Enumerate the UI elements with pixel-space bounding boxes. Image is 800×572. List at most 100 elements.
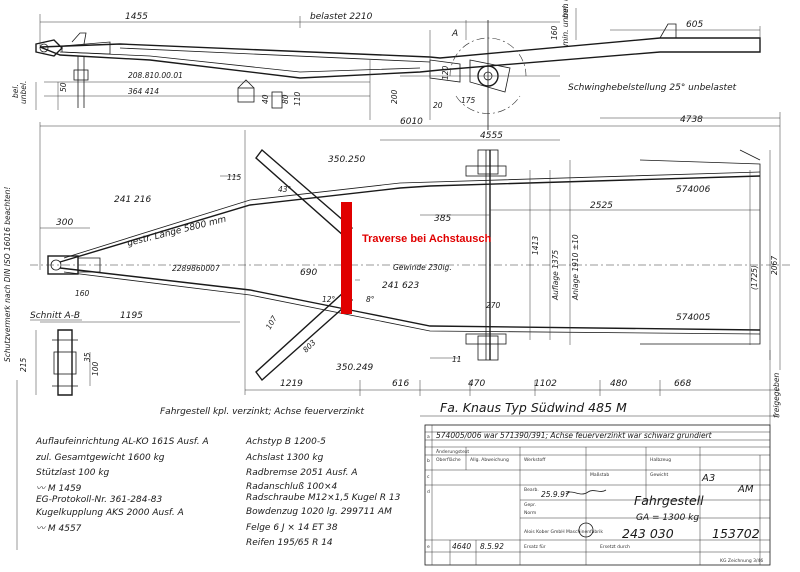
section-a-b: Schnitt A-B 215 100 35 [19, 311, 100, 396]
paper-format: A3 [701, 473, 715, 484]
part-364414: 364 414 [128, 87, 159, 96]
dim-668: 668 [674, 379, 691, 389]
notes: Fahrgestell kpl. verzinkt; Achse feuerve… [35, 407, 401, 548]
dim-20: 20 [433, 101, 443, 110]
note-left-1: zul. Gesamtgewicht 1600 kg [35, 453, 165, 463]
note-left-6: 〰 M 4557 [36, 524, 82, 534]
dim-107: 107 [264, 314, 279, 331]
dim-2067: 2067 [770, 256, 779, 275]
dim-616: 616 [392, 379, 409, 389]
note-right-2: Radbremse 2051 Ausf. A [246, 468, 358, 478]
dim-480: 480 [610, 379, 627, 389]
dim-1195: 1195 [120, 311, 143, 321]
date-handwritten: 25.9.97 [541, 490, 570, 499]
part-350249: 350.249 [336, 363, 373, 373]
dim-1219: 1219 [280, 379, 303, 389]
hdr-gepr: Gepr. [524, 502, 536, 508]
dim-50: 50 [59, 82, 68, 92]
hdr-norm: Norm [524, 510, 536, 516]
dim-belastet-2210: belastet 2210 [310, 12, 373, 22]
dim-mm-unbel: mm unbel. [561, 0, 570, 18]
dim-605: 605 [686, 20, 703, 30]
section-title: Schnitt A-B [30, 311, 80, 321]
part-241216: 241 216 [114, 195, 151, 205]
hdr-gewicht: Gewicht [650, 472, 669, 478]
doc-code: AM [737, 484, 754, 495]
swing-arm-position: Schwinghebelstellung 25° unbelastet [568, 83, 737, 93]
dim-385: 385 [434, 214, 451, 224]
note-left-2: Stützlast 100 kg [36, 468, 110, 478]
hdr-massstab: Maßstab [590, 472, 609, 478]
row-a: a [427, 435, 430, 440]
dim-120: 120 [441, 65, 450, 80]
section-dim-215: 215 [19, 357, 28, 372]
part-2289860007: 2289860007 [172, 264, 220, 273]
dim-803: 803 [301, 338, 318, 355]
section-dim-100: 100 [91, 361, 100, 376]
dim-470: 470 [468, 379, 485, 389]
note-right-3: Radanschluß 100×4 [246, 482, 337, 492]
part-208-810: 208.810.00.01 [128, 71, 183, 80]
dim-1102: 1102 [534, 379, 557, 389]
note-left-5: Kugelkupplung AKS 2000 Ausf. A [36, 508, 184, 518]
row-b: b [427, 458, 430, 464]
label-unbel: unbel. [19, 81, 28, 104]
note-left-0: Auflaufeinrichtung AL-KO 161S Ausf. A [35, 437, 209, 447]
drawing-number-1: 243 030 [622, 526, 674, 541]
part-574005: 574005 [676, 313, 711, 323]
dim-175: 175 [461, 96, 476, 105]
dim-1413: 1413 [531, 236, 540, 255]
title-block: Fa. Knaus Typ Südwind 485 M 574005/006 w… [420, 350, 781, 566]
ersetzt-durch: Ersetzt durch [600, 544, 630, 550]
dim-270: 270 [486, 301, 501, 310]
dim-690: 690 [300, 268, 317, 278]
note-left-3: 〰 M 1459 [36, 484, 82, 494]
section-dim-35: 35 [83, 352, 92, 362]
hdr-halbzeug: Halbzeug [650, 457, 671, 463]
drawing-footer: KG Zeichnung 3/46 [720, 558, 763, 564]
hdr-bearb: Bearb. [524, 487, 539, 493]
thread-length: Gewinde 230lg. [393, 263, 452, 272]
dim-40: 40 [261, 94, 270, 104]
dim-1725: (1725) [750, 265, 759, 290]
note-right-6: Felge 6 J × 14 ET 38 [246, 523, 338, 533]
dim-110: 110 [293, 91, 302, 106]
finish-note: Fahrgestell kpl. verzinkt; Achse feuerve… [160, 407, 364, 417]
dim-160: 160 [550, 25, 559, 40]
part-574006: 574006 [676, 185, 711, 195]
part-350250: 350.250 [328, 155, 365, 165]
dim-160-top: 160 [75, 289, 90, 298]
hdr-abweichung: Allg. Abweichung [470, 457, 509, 463]
rev-date: 8.5.92 [480, 542, 504, 551]
hdr-werkstoff: Werkstoff [524, 457, 546, 463]
dim-300: 300 [56, 218, 73, 228]
dim-2525: 2525 [590, 201, 613, 211]
protection-notice: Schutzvermerk nach DIN ISO 16016 beachte… [3, 187, 12, 362]
top-view: Traverse bei Achstausch 6010 4738 4555 3… [30, 112, 790, 396]
dim-min-unbel: min. unbel. [561, 4, 570, 46]
rev-number: 4640 [452, 542, 471, 551]
section-marker-a: A [451, 29, 458, 39]
side-view: 1455 belastet 2210 605 160 min. unbel. m… [11, 0, 761, 130]
dim-200: 200 [390, 89, 399, 104]
company-name: Alois Kober GmbH Maschinenfabrik [524, 529, 603, 535]
label-bel: bel. [11, 84, 20, 98]
hdr-aenderung: Änderungstext [436, 448, 469, 455]
hdr-oberflaeche: Oberfläche [436, 457, 461, 463]
part-241623: 241 623 [382, 281, 419, 291]
angle-43: 43° [278, 185, 292, 194]
row-c: c [427, 475, 430, 480]
ersatz-fuer: Ersatz für [524, 544, 546, 550]
row-e: e [427, 545, 430, 550]
dim-11: 11 [452, 355, 462, 364]
traverse-label: Traverse bei Achstausch [362, 233, 491, 245]
angle-8: 8° [366, 295, 375, 304]
dim-80: 80 [281, 94, 290, 104]
angle-12: 12° [322, 295, 336, 304]
released-stamp: freigegeben [772, 372, 781, 418]
customer-type: Fa. Knaus Typ Südwind 485 M [440, 400, 627, 415]
note-left-4: EG-Protokoll-Nr. 361-284-83 [36, 495, 162, 505]
note-right-4: Radschraube M12×1,5 Kugel R 13 [246, 493, 401, 503]
note-right-7: Reifen 195/65 R 14 [246, 538, 333, 548]
